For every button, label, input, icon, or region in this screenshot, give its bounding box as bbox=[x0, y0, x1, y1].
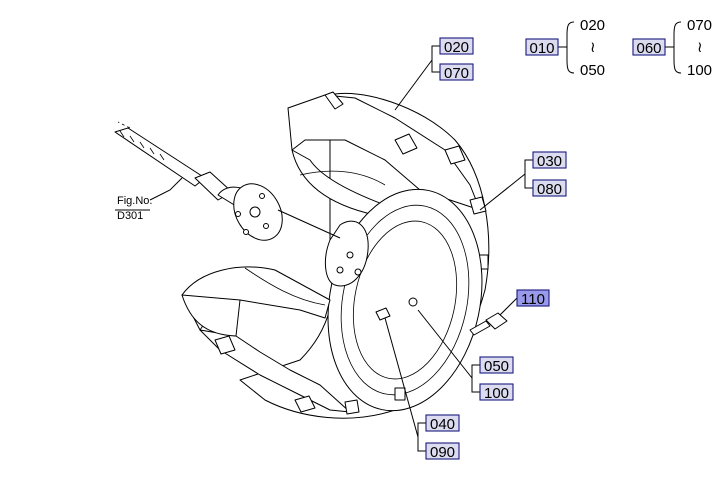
callout-030[interactable]: 030 bbox=[532, 151, 567, 170]
figure-ref-line2: D301 bbox=[117, 210, 143, 222]
range-a-mid: ≀ bbox=[590, 39, 596, 56]
range-b-mid: ≀ bbox=[697, 39, 703, 56]
tire-assembly-drawing bbox=[181, 91, 508, 419]
callout-label: 060 bbox=[636, 40, 661, 57]
range-b-bottom: 100 bbox=[687, 62, 712, 79]
callout-label: 040 bbox=[430, 416, 455, 433]
callout-010[interactable]: 010 bbox=[525, 38, 559, 57]
callout-050[interactable]: 050 bbox=[479, 356, 514, 375]
callout-label: 110 bbox=[521, 291, 545, 308]
callout-090[interactable]: 090 bbox=[425, 442, 460, 461]
figure-ref-line1: Fig.No. bbox=[117, 195, 152, 207]
callout-100[interactable]: 100 bbox=[479, 383, 514, 402]
callout-label: 020 bbox=[444, 39, 469, 56]
axle-shaft-drawing bbox=[114, 121, 341, 241]
callout-110[interactable]: 110 bbox=[516, 289, 550, 308]
callout-label: 090 bbox=[430, 444, 455, 461]
range-a-bottom: 050 bbox=[580, 62, 605, 79]
callout-label: 070 bbox=[444, 65, 469, 82]
callout-070[interactable]: 070 bbox=[439, 63, 474, 82]
callout-040[interactable]: 040 bbox=[425, 414, 460, 433]
callout-label: 030 bbox=[537, 153, 562, 170]
callout-label: 100 bbox=[484, 385, 509, 402]
callout-060[interactable]: 060 bbox=[632, 38, 666, 57]
leader-lines bbox=[115, 21, 682, 452]
callout-label: 010 bbox=[529, 40, 554, 57]
range-a-top: 020 bbox=[580, 17, 605, 34]
callout-label: 080 bbox=[537, 181, 562, 198]
range-legend-b: 070 ≀ 100 bbox=[687, 17, 712, 79]
range-legend-a: 020 ≀ 050 bbox=[580, 17, 605, 79]
range-b-top: 070 bbox=[687, 17, 712, 34]
callout-020[interactable]: 020 bbox=[439, 37, 474, 56]
callout-080[interactable]: 080 bbox=[532, 179, 567, 198]
figure-reference-link[interactable]: Fig.No. D301 bbox=[117, 195, 152, 222]
callout-label: 050 bbox=[484, 358, 509, 375]
